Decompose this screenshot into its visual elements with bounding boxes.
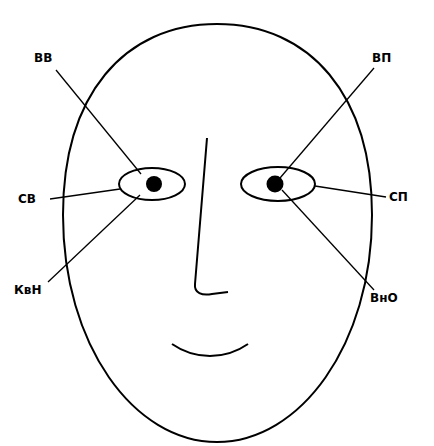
leader-line bbox=[280, 68, 374, 178]
nose bbox=[195, 138, 228, 295]
point-label: ВнО bbox=[370, 292, 398, 304]
point-label: ВВ bbox=[34, 52, 52, 64]
left-pupil bbox=[146, 176, 162, 192]
point-label: КвН bbox=[14, 284, 41, 296]
leader-line bbox=[315, 186, 386, 197]
point-label: СВ bbox=[18, 193, 36, 205]
right-pupil bbox=[267, 176, 284, 193]
leader-line bbox=[56, 70, 141, 174]
leader-line bbox=[282, 190, 374, 290]
right-eye bbox=[241, 167, 315, 201]
face-outline bbox=[63, 24, 372, 442]
point-label: ВП bbox=[372, 52, 391, 64]
point-label: СП bbox=[389, 191, 408, 203]
mouth bbox=[172, 344, 248, 356]
leader-line bbox=[48, 195, 140, 282]
leader-line bbox=[50, 189, 120, 199]
left-eye bbox=[119, 168, 185, 200]
